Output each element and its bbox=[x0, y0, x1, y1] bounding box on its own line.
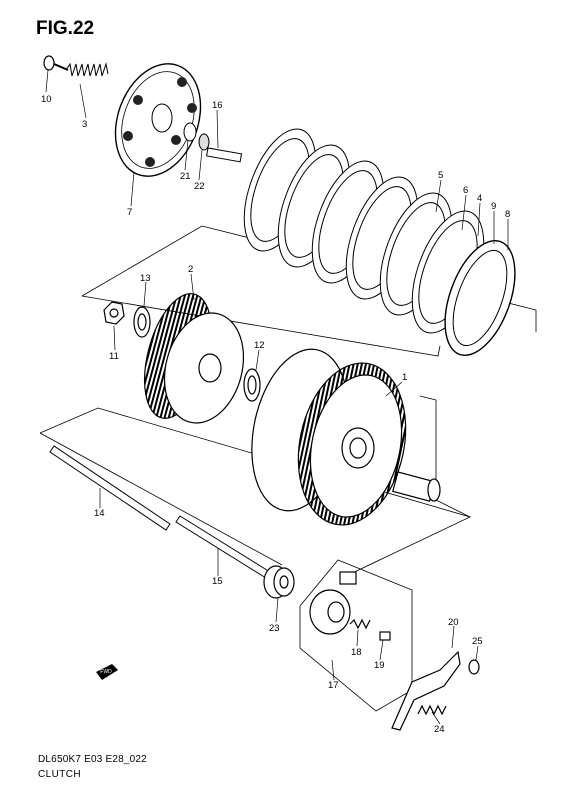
callout-19: 19 bbox=[374, 660, 385, 671]
callout-16: 16 bbox=[212, 100, 223, 111]
push-rod-short bbox=[175, 515, 271, 579]
callout-4: 4 bbox=[477, 193, 482, 204]
clutch-nut bbox=[103, 301, 125, 325]
release-rod bbox=[183, 122, 243, 163]
primary-driven-gear-assy bbox=[251, 348, 441, 526]
callout-3: 3 bbox=[82, 119, 87, 130]
spring-bolt bbox=[43, 55, 69, 71]
callout-17: 17 bbox=[328, 680, 339, 691]
figure-title: FIG.22 bbox=[36, 18, 95, 39]
callout-25: 25 bbox=[472, 636, 483, 647]
callout-8: 8 bbox=[505, 209, 510, 220]
callout-labels: 10 3 7 16 21 22 5 6 4 9 8 2 13 11 12 1 1… bbox=[41, 94, 510, 735]
callout-12: 12 bbox=[254, 340, 265, 351]
callout-24: 24 bbox=[434, 724, 445, 735]
oil-seal bbox=[263, 565, 295, 599]
spacer-ring bbox=[243, 368, 261, 402]
push-rod-long bbox=[49, 445, 171, 531]
callout-15: 15 bbox=[212, 576, 223, 587]
callout-20: 20 bbox=[448, 617, 459, 628]
callout-13: 13 bbox=[140, 273, 151, 284]
callout-10: 10 bbox=[41, 94, 52, 105]
pressure-plate bbox=[114, 63, 202, 177]
clutch-spring bbox=[65, 62, 109, 77]
leader-lines bbox=[45, 69, 509, 725]
fwd-label: FWD bbox=[100, 669, 112, 675]
callout-9: 9 bbox=[491, 201, 496, 212]
callout-6: 6 bbox=[463, 185, 468, 196]
figure-caption: CLUTCH bbox=[38, 769, 81, 780]
callout-21: 21 bbox=[180, 171, 191, 182]
clutch-plate-stack bbox=[243, 128, 516, 357]
release-cylinder bbox=[309, 571, 391, 641]
callout-2: 2 bbox=[188, 264, 193, 275]
callout-14: 14 bbox=[94, 508, 105, 519]
callout-18: 18 bbox=[351, 647, 362, 658]
clutch-washer bbox=[133, 306, 151, 338]
callout-7: 7 bbox=[127, 207, 132, 218]
callout-11: 11 bbox=[109, 351, 119, 362]
release-bracket bbox=[391, 650, 480, 731]
callout-23: 23 bbox=[269, 623, 280, 634]
callout-5: 5 bbox=[438, 170, 443, 181]
model-code: DL650K7 E03 E28_022 bbox=[38, 754, 147, 765]
callout-22: 22 bbox=[194, 181, 205, 192]
clutch-sleeve-hub bbox=[144, 293, 245, 424]
callout-1: 1 bbox=[402, 372, 407, 383]
fwd-arrow-icon: FWD bbox=[96, 664, 118, 680]
